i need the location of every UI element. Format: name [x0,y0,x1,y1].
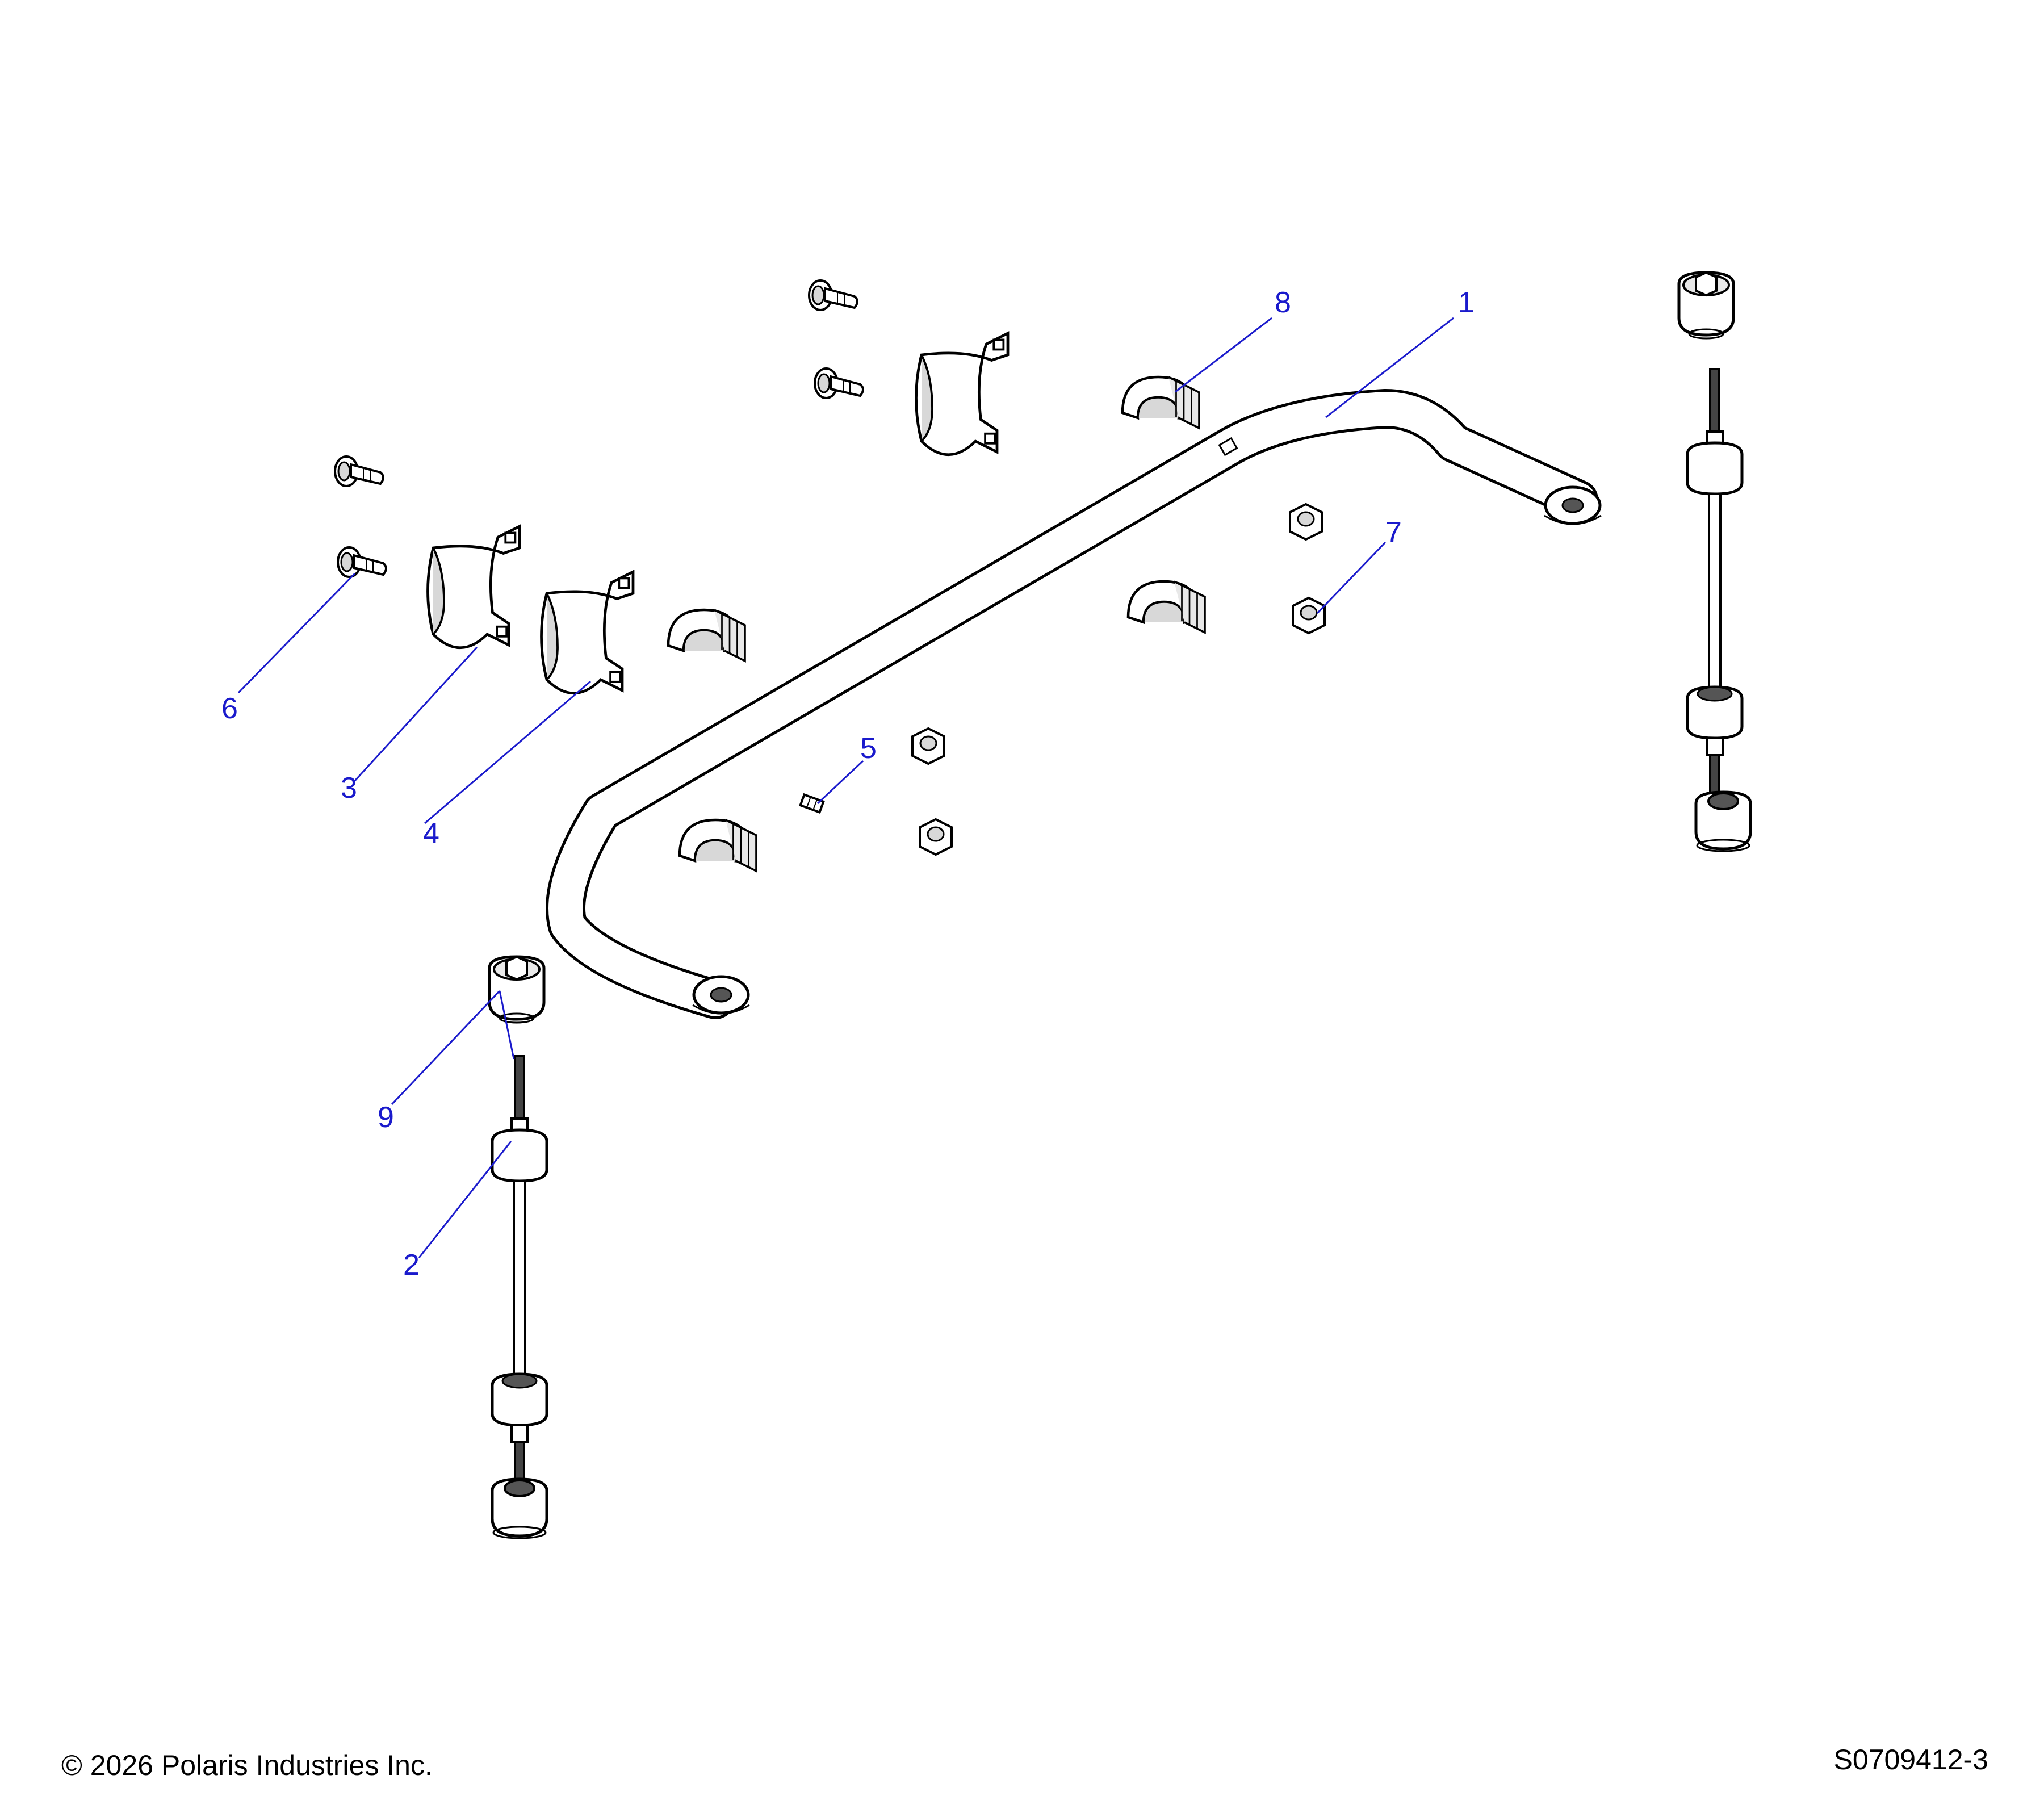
bushing-lower [680,820,756,871]
bushing-middle-right [1128,581,1205,633]
bushing-upper [1122,377,1199,428]
callout-8: 8 [1275,286,1291,319]
grease-fitting [799,793,825,814]
nut-c [911,727,945,765]
bolt-upper-left-a [334,455,384,487]
bolt-upper-right-b [814,367,864,399]
cup-bottom-right [1696,792,1750,851]
cup-bottom-left [492,1479,547,1538]
sway-bar [546,389,1602,1019]
callout-6: 6 [221,692,238,725]
nut-d [919,818,953,856]
callout-4: 4 [423,817,439,850]
clamp-right [916,333,1008,455]
cup-top-right [1679,273,1733,338]
cup-top-left [489,957,544,1023]
callout-9: 9 [378,1101,394,1134]
bolt-upper-left-b [337,546,387,578]
bolt-upper-right-a [808,279,858,311]
diagram-id-text: S0709412-3 [1833,1744,1988,1776]
callout-1: 1 [1458,286,1475,319]
end-link-right [1687,369,1742,801]
nut-a [1289,503,1323,541]
leader-lines [237,317,1454,1258]
bushing-middle-left [668,610,745,661]
nut-b [1292,597,1326,634]
callout-2: 2 [403,1249,420,1282]
end-link-left [492,1056,547,1488]
callout-labels: 1 2 3 4 5 6 7 8 9 [221,286,1475,1282]
callout-7: 7 [1385,516,1402,549]
clamp-left-a [428,526,520,648]
clamp-left-b [542,572,634,693]
copyright-text: © 2026 Polaris Industries Inc. [61,1749,433,1781]
callout-3: 3 [341,772,357,805]
callout-5: 5 [860,732,877,765]
